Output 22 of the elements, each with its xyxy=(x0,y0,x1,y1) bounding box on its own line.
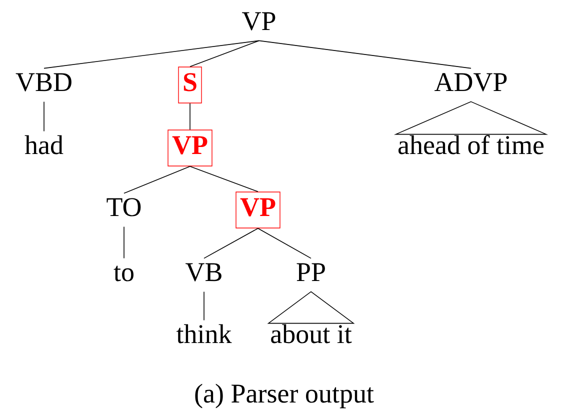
tree-label: think xyxy=(176,324,232,344)
tree-label: VBD xyxy=(16,73,72,92)
tree-label: about it xyxy=(271,324,352,344)
tree-branch xyxy=(190,166,258,192)
tree-branch xyxy=(258,228,312,259)
tree-label: PP xyxy=(296,263,325,281)
caption: (a) Parser output xyxy=(195,384,374,408)
tree-branch xyxy=(190,40,260,68)
highlighted-label-box: VP xyxy=(236,192,280,228)
tree-label: to xyxy=(114,266,134,282)
tree-label: ADVP xyxy=(434,73,507,92)
highlighted-label-box: VP xyxy=(168,130,212,166)
tree-label: VP xyxy=(242,12,276,30)
tree-label: TO xyxy=(106,198,141,216)
highlighted-label-box: S xyxy=(178,66,202,104)
tree-branch xyxy=(124,166,190,194)
tree-label: VB xyxy=(186,263,222,282)
tree-branch xyxy=(258,40,472,69)
tree-branch xyxy=(44,40,260,69)
tree-branch xyxy=(204,228,258,259)
tree-label: ahead of time xyxy=(398,134,544,154)
tree-label: had xyxy=(24,135,64,154)
